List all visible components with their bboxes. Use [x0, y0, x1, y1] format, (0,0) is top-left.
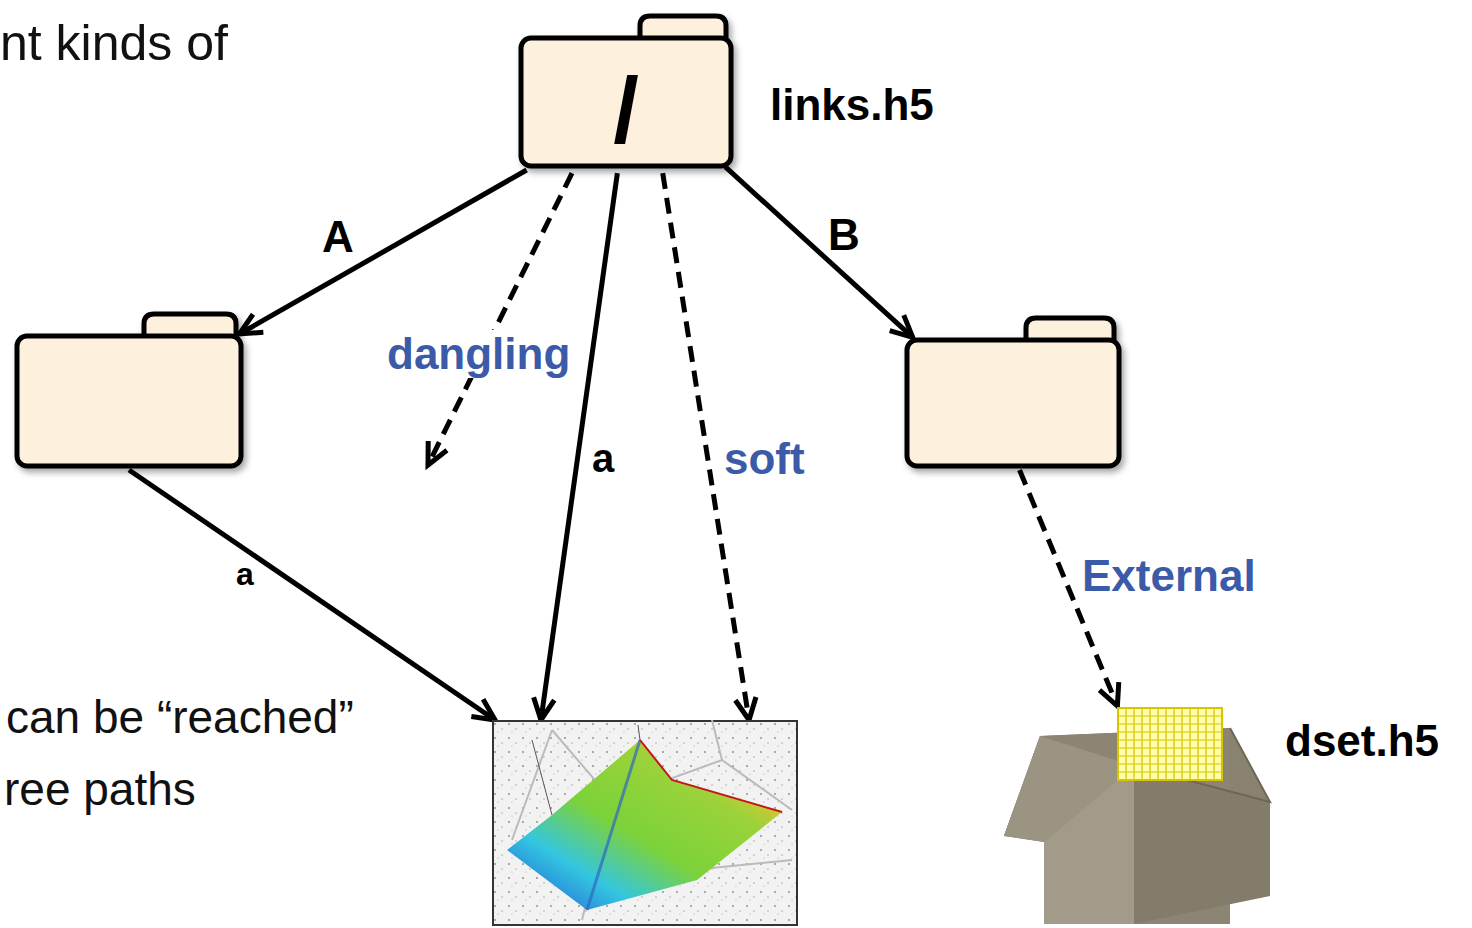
- slide-text: can be “reached”: [6, 690, 354, 744]
- external-file-box: dset.h5: [1004, 706, 1274, 926]
- hard-link-arrow: [534, 173, 618, 720]
- hard-link-arrow: [129, 470, 495, 720]
- dataset-image: [492, 720, 798, 926]
- edge-label: A: [322, 212, 354, 262]
- folder-shape: [904, 314, 1122, 470]
- slide-text: ree paths: [4, 762, 196, 816]
- edge-label: soft: [724, 434, 805, 484]
- edge-label: a: [592, 436, 614, 481]
- hard-link-arrow: [239, 170, 526, 334]
- root-slash: /: [518, 50, 734, 170]
- edge-label: B: [828, 210, 860, 260]
- group-folder: [14, 310, 244, 470]
- edge-label: External: [1082, 551, 1256, 601]
- slide-text: nt kinds of: [0, 14, 228, 72]
- root-group-folder: /links.h5: [518, 12, 734, 170]
- folder-shape: [14, 310, 244, 470]
- dangling-link-arrow: [428, 173, 572, 465]
- file-name: links.h5: [770, 80, 934, 130]
- surface-plot-illustration: [492, 720, 798, 926]
- edge-label: a: [236, 556, 254, 593]
- box-with-dataset-illustration: [1004, 706, 1274, 926]
- hard-link-arrow: [725, 167, 912, 338]
- file-name: dset.h5: [1285, 716, 1439, 766]
- dangling-label: dangling: [384, 330, 573, 378]
- group-folder: [904, 314, 1122, 470]
